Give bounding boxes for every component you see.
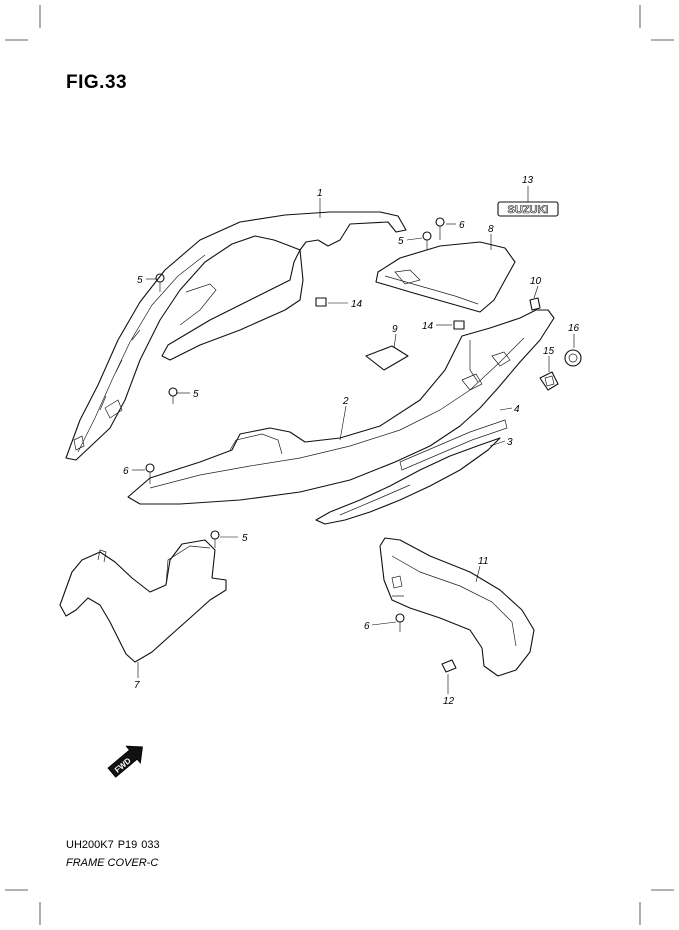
callout-4: 4 [514, 404, 520, 415]
fastener-6-left[interactable] [145, 463, 155, 484]
callout-5-left-upper: 5 [137, 275, 143, 286]
part-7-lower-cover[interactable] [59, 539, 227, 663]
diagram-caption: FRAME COVER-C [66, 857, 159, 869]
callout-3: 3 [507, 437, 513, 448]
part-12-clip[interactable] [441, 659, 457, 673]
callout-5-top: 5 [398, 236, 404, 247]
callout-6-left: 6 [123, 466, 129, 477]
badge-text: SUZUKI [508, 204, 549, 216]
callout-10: 10 [530, 276, 542, 287]
callout-5-left-lower: 5 [193, 389, 199, 400]
fastener-5-top[interactable] [422, 231, 432, 250]
part-8-panel[interactable] [375, 241, 516, 313]
callout-6-top: 6 [459, 220, 465, 231]
callout-2: 2 [342, 396, 349, 407]
callout-1: 1 [317, 188, 323, 199]
callout-15: 15 [543, 346, 555, 357]
page-code: P19 [117, 839, 138, 851]
callout-labels: 1 2 3 4 5 5 5 5 6 6 6 7 8 9 10 11 12 13 … [123, 175, 580, 707]
part-9-pad[interactable] [365, 345, 409, 371]
callout-7: 7 [134, 680, 140, 691]
model-emblem [399, 419, 508, 471]
callout-11: 11 [478, 556, 488, 567]
part-14-nut[interactable] [315, 297, 327, 307]
part-4-rear-cover[interactable] [461, 340, 511, 391]
callout-14-upper: 14 [351, 299, 363, 310]
callout-8: 8 [488, 224, 494, 235]
model-code: UH200K7 [66, 839, 114, 851]
part-3-side-cover[interactable] [315, 437, 501, 525]
figure-title: FIG.33 [66, 72, 128, 93]
leader-lines [132, 186, 575, 694]
callout-12: 12 [443, 696, 455, 707]
fwd-arrow-icon: FWD [107, 745, 143, 778]
fastener-5-left-upper[interactable] [155, 273, 165, 292]
fastener-5-lower[interactable] [210, 530, 220, 548]
fastener-6-right[interactable] [395, 613, 405, 632]
part-2-center-cover[interactable] [127, 309, 555, 505]
part-10-clip[interactable] [529, 297, 541, 311]
fig-code: 033 [141, 839, 160, 851]
fastener-6-top[interactable] [435, 217, 445, 240]
crop-marks [5, 5, 674, 925]
part-14-nut-2[interactable] [453, 320, 465, 330]
part-15-grommet[interactable] [539, 371, 559, 391]
callout-9: 9 [392, 324, 398, 335]
part-16-grommet[interactable] [564, 349, 582, 367]
callout-14-lower: 14 [422, 321, 434, 332]
fastener-5-left-lower[interactable] [168, 387, 178, 404]
callout-13: 13 [522, 175, 534, 186]
callout-16: 16 [568, 323, 580, 334]
part-11-side-cover[interactable] [379, 537, 535, 677]
part-1-left-cover[interactable] [65, 211, 407, 461]
callout-6-right: 6 [364, 621, 370, 632]
part-13-badge[interactable]: SUZUKI [497, 201, 559, 217]
callout-5-lower: 5 [242, 533, 248, 544]
